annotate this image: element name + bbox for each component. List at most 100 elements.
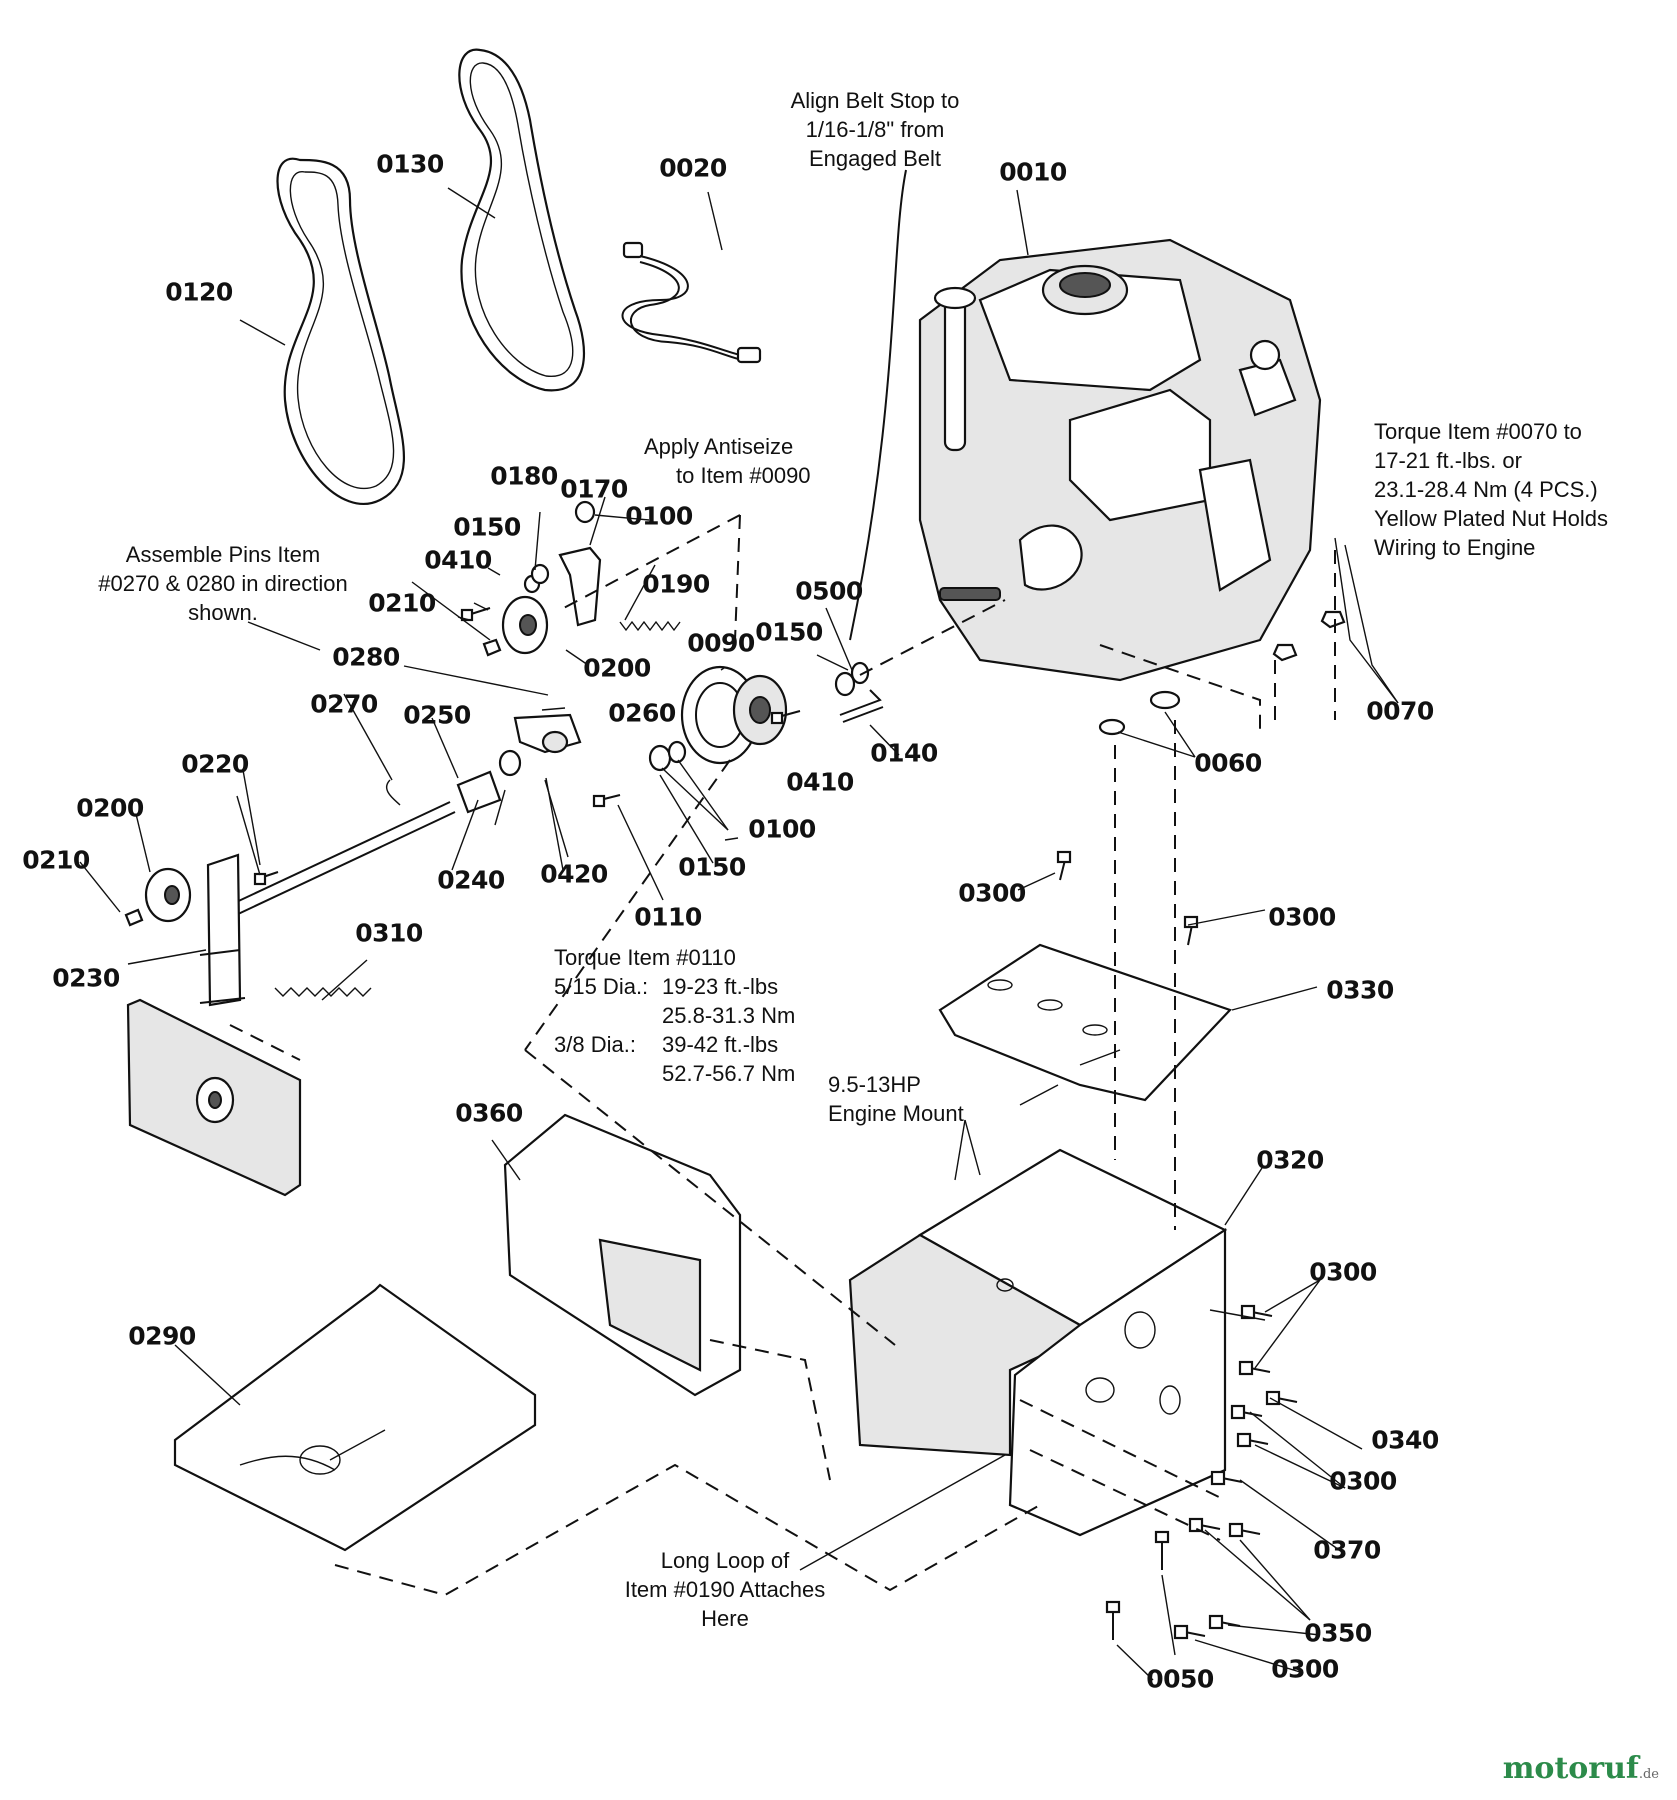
callout-0230: 0230 bbox=[52, 963, 120, 993]
note-assemble-pins: Assemble Pins Item #0270 & 0280 in direc… bbox=[78, 540, 368, 627]
callout-0150-b: 0150 bbox=[755, 617, 823, 647]
shaft-0270 bbox=[229, 779, 456, 916]
callout-0140: 0140 bbox=[870, 738, 938, 768]
callout-0150-a: 0150 bbox=[453, 512, 521, 542]
note-line: Engaged Belt bbox=[808, 146, 942, 171]
callout-0210-a: 0210 bbox=[368, 588, 436, 618]
callout-0340: 0340 bbox=[1371, 1425, 1439, 1455]
callout-0170: 0170 bbox=[560, 474, 628, 504]
frame-0320 bbox=[848, 1148, 1228, 1537]
callout-0180: 0180 bbox=[490, 461, 558, 491]
callout-0320: 0320 bbox=[1256, 1145, 1324, 1175]
callout-0280: 0280 bbox=[332, 642, 400, 672]
torque-nm: 52.7-56.7 Nm bbox=[662, 1061, 796, 1086]
callout-0240: 0240 bbox=[437, 865, 505, 895]
note-line: 1/16-1/8" from bbox=[805, 117, 945, 142]
callout-0260: 0260 bbox=[608, 698, 676, 728]
callout-0330: 0330 bbox=[1326, 975, 1394, 1005]
callout-0370: 0370 bbox=[1313, 1535, 1381, 1565]
callout-0410-b: 0410 bbox=[786, 767, 854, 797]
watermark-name: motoruf bbox=[1502, 1751, 1639, 1786]
note-antiseize: Apply Antiseize to Item #0090 bbox=[644, 432, 884, 490]
belt-0130 bbox=[458, 48, 585, 392]
note-line: Torque Item #0070 to bbox=[1374, 419, 1582, 444]
note-line: Align Belt Stop to bbox=[790, 88, 960, 113]
note-line: Long Loop of bbox=[660, 1548, 790, 1573]
note-line: 17-21 ft.-lbs. or bbox=[1374, 448, 1522, 473]
spring-0190 bbox=[619, 620, 681, 632]
callout-0350: 0350 bbox=[1304, 1618, 1372, 1648]
note-line: to Item #0090 bbox=[676, 463, 811, 488]
torque-row: 5/15 Dia.: 19-23 ft.-lbs bbox=[554, 972, 844, 1001]
callout-0120: 0120 bbox=[165, 277, 233, 307]
note-long-loop: Long Loop of Item #0190 Attaches Here bbox=[605, 1546, 845, 1633]
callout-0290: 0290 bbox=[128, 1321, 196, 1351]
callout-0410-a: 0410 bbox=[424, 545, 492, 575]
note-belt-stop: Align Belt Stop to 1/16-1/8" from Engage… bbox=[765, 86, 985, 173]
callout-0420: 0420 bbox=[540, 859, 608, 889]
hub-0260 bbox=[513, 713, 582, 754]
note-torque-0110: Torque Item #0110 5/15 Dia.: 19-23 ft.-lb… bbox=[554, 943, 844, 1088]
callout-0060: 0060 bbox=[1194, 748, 1262, 778]
belt-stop-0140 bbox=[839, 689, 884, 723]
callout-0310: 0310 bbox=[355, 918, 423, 948]
callout-0110: 0110 bbox=[634, 902, 702, 932]
callout-0220: 0220 bbox=[181, 749, 249, 779]
cord-0020 bbox=[621, 241, 762, 364]
callout-0020: 0020 bbox=[659, 153, 727, 183]
callout-0300-d: 0300 bbox=[1329, 1466, 1397, 1496]
note-line: Assemble Pins Item bbox=[125, 542, 321, 567]
spacer-0240 bbox=[456, 770, 502, 814]
gearbox-plate bbox=[126, 998, 302, 1197]
callout-0500: 0500 bbox=[795, 576, 863, 606]
note-line: Yellow Plated Nut Holds bbox=[1374, 506, 1608, 531]
note-line: 9.5-13HP bbox=[828, 1072, 921, 1097]
note-line: Apply Antiseize bbox=[644, 434, 794, 459]
watermark-logo: motoruf.de bbox=[1503, 1751, 1659, 1786]
torque-lbs: 39-42 ft.-lbs bbox=[662, 1032, 779, 1057]
idler-bracket-0170 bbox=[558, 546, 602, 627]
torque-lbs: 19-23 ft.-lbs bbox=[662, 974, 779, 999]
note-title: Torque Item #0110 bbox=[554, 945, 736, 970]
idler-pulley-0200-top bbox=[501, 595, 549, 655]
engine-mount-0330 bbox=[938, 943, 1232, 1102]
leader-lines bbox=[79, 169, 1399, 1681]
note-line: Engine Mount bbox=[828, 1101, 964, 1126]
callout-0090: 0090 bbox=[687, 628, 755, 658]
note-line: Here bbox=[701, 1606, 749, 1631]
note-line: 23.1-28.4 Nm (4 PCS.) bbox=[1374, 477, 1598, 502]
lever-0230 bbox=[144, 853, 246, 1007]
callout-0130: 0130 bbox=[376, 149, 444, 179]
note-line: Wiring to Engine bbox=[1374, 535, 1536, 560]
callout-0250: 0250 bbox=[403, 700, 471, 730]
spring-0310 bbox=[274, 987, 372, 997]
bottom-plate-0290 bbox=[173, 1283, 537, 1552]
torque-dia: 5/15 Dia.: bbox=[554, 974, 649, 999]
callout-0270: 0270 bbox=[310, 689, 378, 719]
note-line: Item #0190 Attaches bbox=[624, 1577, 826, 1602]
callout-0210-b: 0210 bbox=[22, 845, 90, 875]
pulley-0090 bbox=[680, 665, 788, 765]
callout-0300-c: 0300 bbox=[1309, 1257, 1377, 1287]
callout-0150-c: 0150 bbox=[678, 852, 746, 882]
callout-0100-top: 0100 bbox=[625, 501, 693, 531]
callout-0300-a: 0300 bbox=[958, 878, 1026, 908]
callout-0360: 0360 bbox=[455, 1098, 523, 1128]
callout-0300-e: 0300 bbox=[1271, 1654, 1339, 1684]
belt-0120 bbox=[276, 157, 406, 506]
callout-0190: 0190 bbox=[642, 569, 710, 599]
torque-nm: 25.8-31.3 Nm bbox=[662, 1003, 796, 1028]
callout-0200-b: 0200 bbox=[76, 793, 144, 823]
watermark-tld: .de bbox=[1638, 1767, 1659, 1782]
torque-dia: 3/8 Dia.: bbox=[554, 1032, 636, 1057]
engine-0010 bbox=[918, 238, 1322, 682]
callout-0050: 0050 bbox=[1146, 1664, 1214, 1694]
callout-0100-bottom: 0100 bbox=[748, 814, 816, 844]
note-line: shown. bbox=[188, 600, 258, 625]
cover-0360 bbox=[503, 1113, 742, 1397]
alignment-lines bbox=[229, 514, 1336, 1597]
note-line: #0270 & 0280 in direction bbox=[98, 571, 348, 596]
torque-row: 3/8 Dia.: 39-42 ft.-lbs bbox=[554, 1030, 844, 1059]
